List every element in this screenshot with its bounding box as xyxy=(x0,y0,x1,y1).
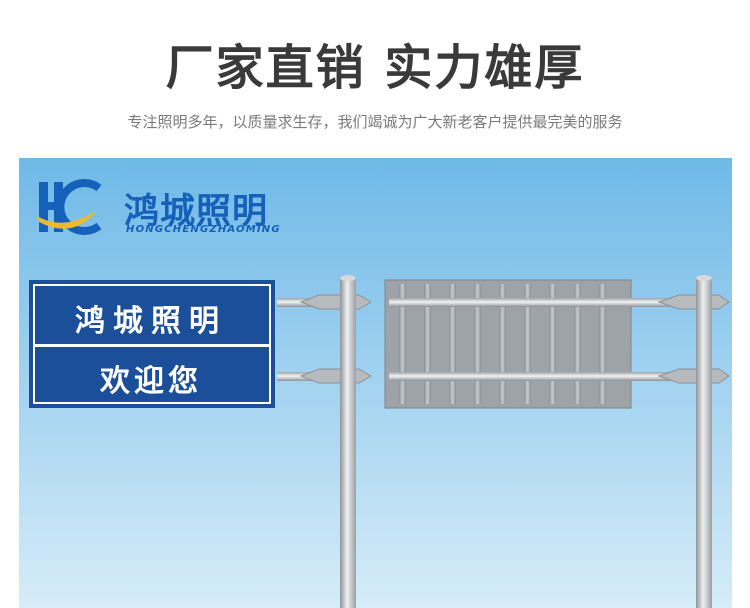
hc-logo-icon xyxy=(37,179,102,235)
logo-name-en: HONGCHENGZHAOMING xyxy=(126,224,281,235)
logo-name-cn: 鸿城照明 xyxy=(124,192,269,232)
page-subtitle: 专注照明多年，以质量求生存，我们竭诚为广大新老客户提供最完美的服务 xyxy=(127,113,623,131)
sign-text-line1: 鸿城照明 xyxy=(75,304,227,339)
page-headline: 厂家直销 实力雄厚 xyxy=(165,40,585,96)
sign-text-line2: 欢迎您 xyxy=(100,364,202,399)
sign-product-photo: 鸿城照明 HONGCHENGZHAOMING 鸿城照明 欢迎您 xyxy=(19,158,732,608)
sign-scene-graphic xyxy=(19,158,732,608)
right-pole xyxy=(696,278,712,608)
left-pole xyxy=(340,278,356,608)
back-panel-slats xyxy=(399,284,606,404)
